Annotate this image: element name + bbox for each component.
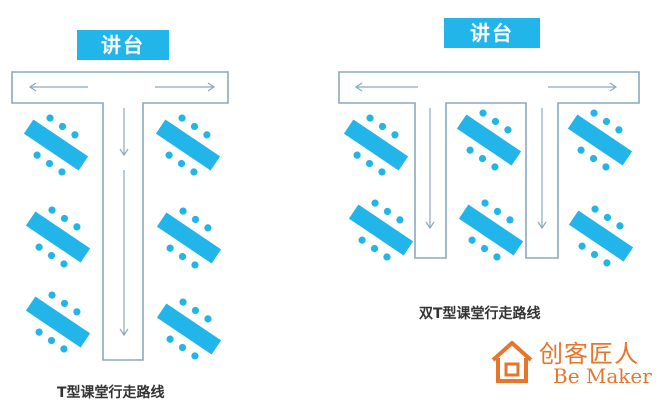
logo-name-cn: 创客匠人	[539, 340, 639, 368]
right-double-t-path	[338, 71, 640, 259]
desk-group	[449, 102, 529, 178]
desk-group	[16, 107, 96, 183]
left-caption: T型课堂行走路线	[57, 385, 165, 401]
right-podium-label: 讲台	[444, 18, 540, 48]
right-desk-groups	[336, 102, 641, 274]
left-arrows	[28, 82, 216, 337]
brand-logo: 创客匠人 Be Maker	[487, 334, 657, 390]
house-logo-icon	[491, 341, 533, 383]
desk-group	[560, 102, 640, 178]
logo-name-en: Be Maker	[553, 364, 652, 388]
right-arrows	[354, 82, 618, 230]
desk-group	[336, 107, 416, 183]
desk-group	[18, 284, 98, 360]
desk-group	[149, 291, 229, 367]
left-desk-groups	[16, 107, 229, 367]
desk-group	[149, 200, 229, 276]
desk-group	[18, 199, 98, 275]
left-t-path	[11, 71, 229, 361]
desk-group	[341, 192, 421, 268]
left-podium-label: 讲台	[77, 30, 169, 60]
right-caption: 双T型课堂行走路线	[419, 306, 541, 322]
desk-group	[451, 192, 531, 268]
desk-group	[148, 107, 228, 183]
desk-group	[561, 198, 641, 274]
